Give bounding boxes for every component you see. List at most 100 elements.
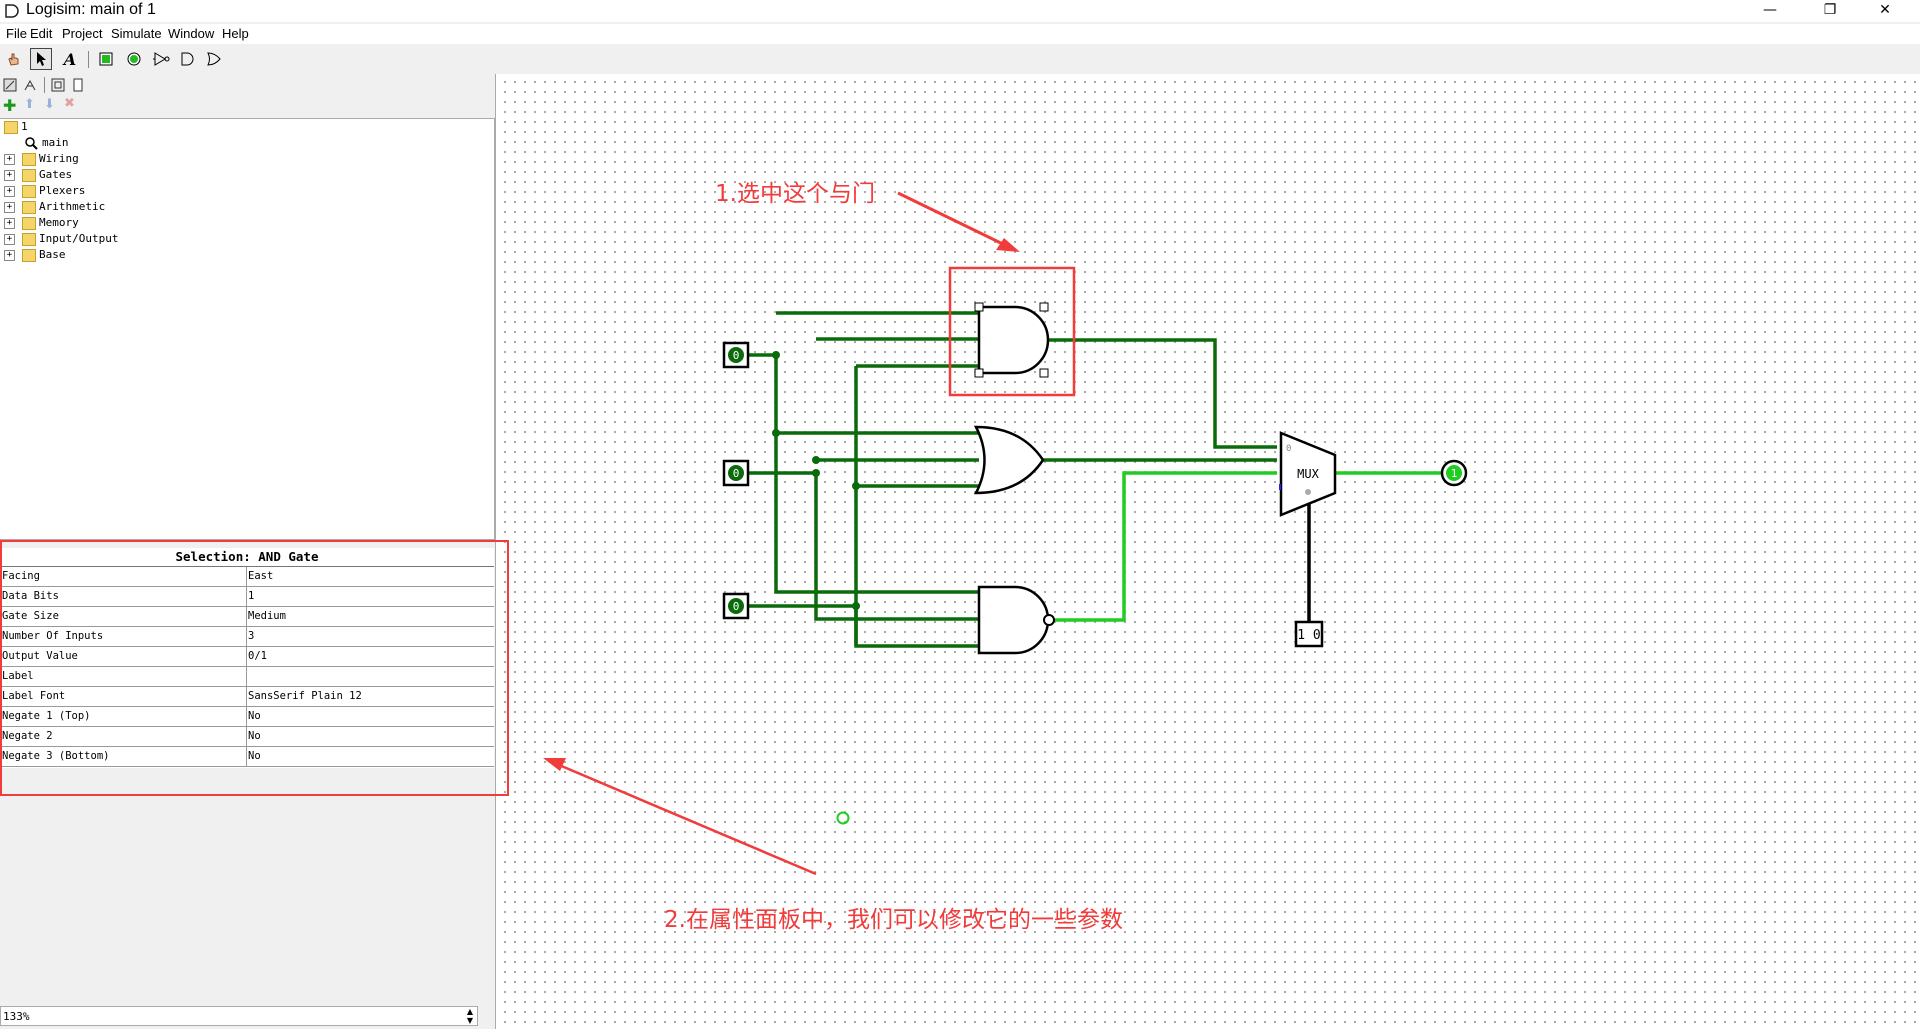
simulation-view-button[interactable] (20, 75, 40, 95)
restore-button[interactable]: ❐ (1823, 2, 1837, 18)
menu-bar: File Edit Project Simulate Window Help (0, 24, 1920, 44)
output-pin-value: 1 (1451, 467, 1458, 480)
mux-label: MUX (1297, 467, 1319, 481)
move-up-icon[interactable]: ⬆ (24, 97, 35, 112)
dark-wires (744, 311, 1277, 648)
attribute-divider (246, 647, 247, 666)
attribute-key: Negate 1 (Top) (2, 710, 91, 722)
tree-library-label: Input/Output (39, 232, 119, 245)
not-gate-tool[interactable] (152, 49, 172, 69)
attribute-row[interactable]: Negate 2 No (0, 727, 494, 747)
expand-icon[interactable]: + (4, 170, 15, 181)
expand-icon[interactable]: + (4, 218, 15, 229)
text-tool-button[interactable]: A (60, 49, 80, 69)
delete-circuit-icon[interactable]: ✖ (64, 96, 75, 111)
attribute-row[interactable]: Gate Size Medium (0, 607, 494, 627)
add-circuit-icon[interactable]: ✚ (3, 96, 17, 115)
tree-library-label: Gates (39, 168, 73, 181)
attribute-key: Negate 3 (Bottom) (2, 750, 110, 762)
attribute-divider (246, 587, 247, 606)
attribute-key: Label (2, 670, 34, 682)
input-pin-1[interactable]: 0 (722, 341, 750, 369)
input-pin-2[interactable]: 0 (722, 459, 750, 487)
toolbox-view-button[interactable] (0, 75, 20, 95)
move-down-icon[interactable]: ⬇ (44, 97, 55, 112)
explorer-tree: 1 main +Wiring+Gates+Plexers+Arithmetic+… (0, 118, 495, 540)
input-pin-tool[interactable] (96, 49, 116, 69)
nand-gate[interactable] (977, 585, 1055, 655)
attribute-value[interactable]: No (248, 730, 261, 742)
attribute-value[interactable]: SansSerif Plain 12 (248, 690, 362, 702)
expand-icon[interactable]: + (4, 202, 15, 213)
attribute-divider (246, 667, 247, 686)
attribute-key: Output Value (2, 650, 78, 662)
expand-icon[interactable]: + (4, 154, 15, 165)
arrow-cursor-icon (37, 52, 46, 66)
attribute-divider (246, 687, 247, 706)
attribute-row[interactable]: Output Value 0/1 (0, 647, 494, 667)
or-gate[interactable] (973, 425, 1045, 495)
menu-file[interactable]: File (6, 26, 27, 41)
folder-icon (4, 121, 18, 134)
tree-library-label: Wiring (39, 152, 79, 165)
tree-library-label: Base (39, 248, 66, 261)
output-pin-icon (127, 52, 141, 66)
select-tool-button[interactable] (30, 48, 52, 70)
and-gate-selected[interactable] (974, 302, 1050, 378)
attribute-divider (246, 627, 247, 646)
arrow-1 (897, 191, 1020, 252)
and-gate-tool[interactable] (178, 49, 198, 69)
layout-icon (51, 78, 65, 92)
poke-tool-button[interactable] (4, 49, 24, 69)
circuit-canvas[interactable]: 0 0 0 MUX (495, 74, 1920, 1029)
output-pin[interactable]: 1 (1440, 459, 1468, 487)
input-pin-3[interactable]: 0 (722, 592, 750, 620)
title-bar: Logisim: main of 1 — ❐ ✕ (0, 0, 1920, 22)
output-pin-tool[interactable] (124, 49, 144, 69)
circuit-actions-bar: ✚ ⬆ ⬇ ✖ (0, 96, 494, 116)
menu-help[interactable]: Help (222, 26, 249, 41)
attribute-value[interactable]: No (248, 750, 261, 762)
attribute-value[interactable]: 1 (248, 590, 255, 602)
circuit-diagram[interactable]: 0 0 0 MUX (496, 74, 1920, 1029)
or-gate-tool[interactable] (204, 49, 224, 69)
attribute-value[interactable]: 3 (248, 630, 255, 642)
multiplexer[interactable]: MUX 0 (1279, 431, 1337, 517)
layout-view-button[interactable] (48, 75, 68, 95)
text-a-icon: A (63, 49, 77, 69)
expand-icon[interactable]: + (4, 234, 15, 245)
attribute-row[interactable]: Label (0, 667, 494, 687)
tree-library-label: Plexers (39, 184, 86, 197)
menu-project[interactable]: Project (62, 26, 103, 41)
expand-icon[interactable]: + (4, 250, 15, 261)
mux-input0-label: 0 (1286, 444, 1291, 454)
attribute-value[interactable]: 0/1 (248, 650, 267, 662)
menu-simulate[interactable]: Simulate (111, 26, 162, 41)
folder-icon (22, 249, 36, 262)
appearance-view-button[interactable] (68, 75, 88, 95)
minimize-button[interactable]: — (1763, 2, 1777, 18)
attribute-row[interactable]: Negate 1 (Top) No (0, 707, 494, 727)
expand-icon[interactable]: + (4, 186, 15, 197)
close-button[interactable]: ✕ (1879, 2, 1891, 18)
attribute-value[interactable]: Medium (248, 610, 286, 622)
attribute-key: Negate 2 (2, 730, 53, 742)
magnifier-icon (25, 137, 38, 150)
zoom-spinner[interactable]: ▲▼ (466, 1007, 474, 1025)
input-pin-3-value: 0 (733, 600, 740, 613)
menu-edit[interactable]: Edit (30, 26, 53, 41)
menu-window[interactable]: Window (168, 26, 215, 41)
attribute-value[interactable]: East (248, 570, 274, 582)
folder-icon (22, 217, 36, 230)
attribute-key: Gate Size (2, 610, 59, 622)
folder-icon (22, 153, 36, 166)
attribute-divider (246, 727, 247, 746)
zoom-field[interactable]: 133% (0, 1006, 478, 1026)
attribute-value[interactable]: No (248, 710, 261, 722)
select-input-pin[interactable]: 1 0 (1294, 620, 1324, 648)
attribute-row[interactable]: Negate 3 (Bottom) No (0, 747, 494, 767)
